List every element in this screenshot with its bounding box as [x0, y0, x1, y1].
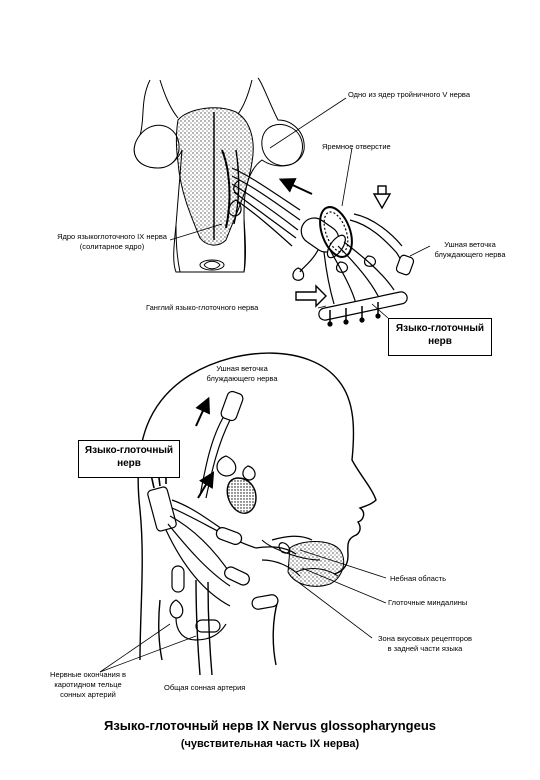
- box-top-line1: Языко-глоточный: [395, 323, 485, 334]
- leader-lines-top: [169, 97, 431, 319]
- label-auricular-bottom: Ушная веточка блуждающего нерва: [192, 364, 292, 384]
- box-bottom-line1: Языко-глоточный: [84, 445, 174, 456]
- label-auricular-bottom-line1: Ушная веточка: [216, 364, 268, 373]
- label-nucleus-ix-line1: Ядро языкоглоточного IX нерва: [57, 232, 167, 241]
- arrows-top: [278, 178, 392, 308]
- label-trigeminal-nucleus: Одно из ядер тройничного V нерва: [348, 90, 471, 99]
- label-taste-line1: Зона вкусовых рецепторов: [378, 634, 472, 643]
- label-taste-line2: в задней части языка: [387, 644, 463, 653]
- label-nucleus-ix-line2: (солитарное ядро): [79, 242, 145, 251]
- box-top-line2: нерв: [428, 336, 452, 347]
- arrows-bottom: [195, 396, 215, 499]
- nerve-bundle-bottom: [147, 390, 313, 676]
- label-taste-zone: Зона вкусовых рецепторов в задней части …: [360, 634, 490, 654]
- label-auricular-top-line1: Ушная веточка: [444, 240, 496, 249]
- label-carotid-line3: сонных артерий: [60, 690, 116, 699]
- nerve-bundle-top: [228, 167, 415, 327]
- label-ganglion: Ганглий языко-глоточного нерва: [146, 303, 259, 312]
- label-auricular-bottom-line2: блуждающего нерва: [206, 374, 278, 383]
- figure-title: Языко-глоточный нерв IX Nervus glossopha…: [103, 718, 436, 733]
- label-nucleus-ix: Ядро языкоглоточного IX нерва (солитарно…: [54, 232, 170, 252]
- brainstem-drawing: [133, 77, 305, 273]
- label-tonsils: Глоточные миндалины: [388, 598, 468, 607]
- label-jugular-foramen: Яремное отверстие: [322, 142, 391, 151]
- label-carotid-line2: каротидном тельце: [54, 680, 122, 689]
- label-carotid-endings: Нервные окончания в каротидном тельце со…: [30, 670, 146, 700]
- box-glossopharyngeal-bottom: Языко-глоточный нерв: [78, 440, 180, 478]
- figure-subtitle: (чувствительная часть IX нерва): [180, 738, 360, 750]
- label-soft-palate: Небная область: [390, 574, 447, 583]
- box-glossopharyngeal-top: Языко-глоточный нерв: [388, 318, 492, 356]
- label-carotid-line1: Нервные окончания в: [50, 670, 126, 679]
- leader-lines-bottom: [99, 549, 387, 673]
- label-common-carotid: Общая сонная артерия: [164, 683, 246, 692]
- label-auricular-top: Ушная веточка блуждающего нерва: [420, 240, 520, 260]
- label-auricular-top-line2: блуждающего нерва: [434, 250, 506, 259]
- box-bottom-line2: нерв: [117, 458, 141, 469]
